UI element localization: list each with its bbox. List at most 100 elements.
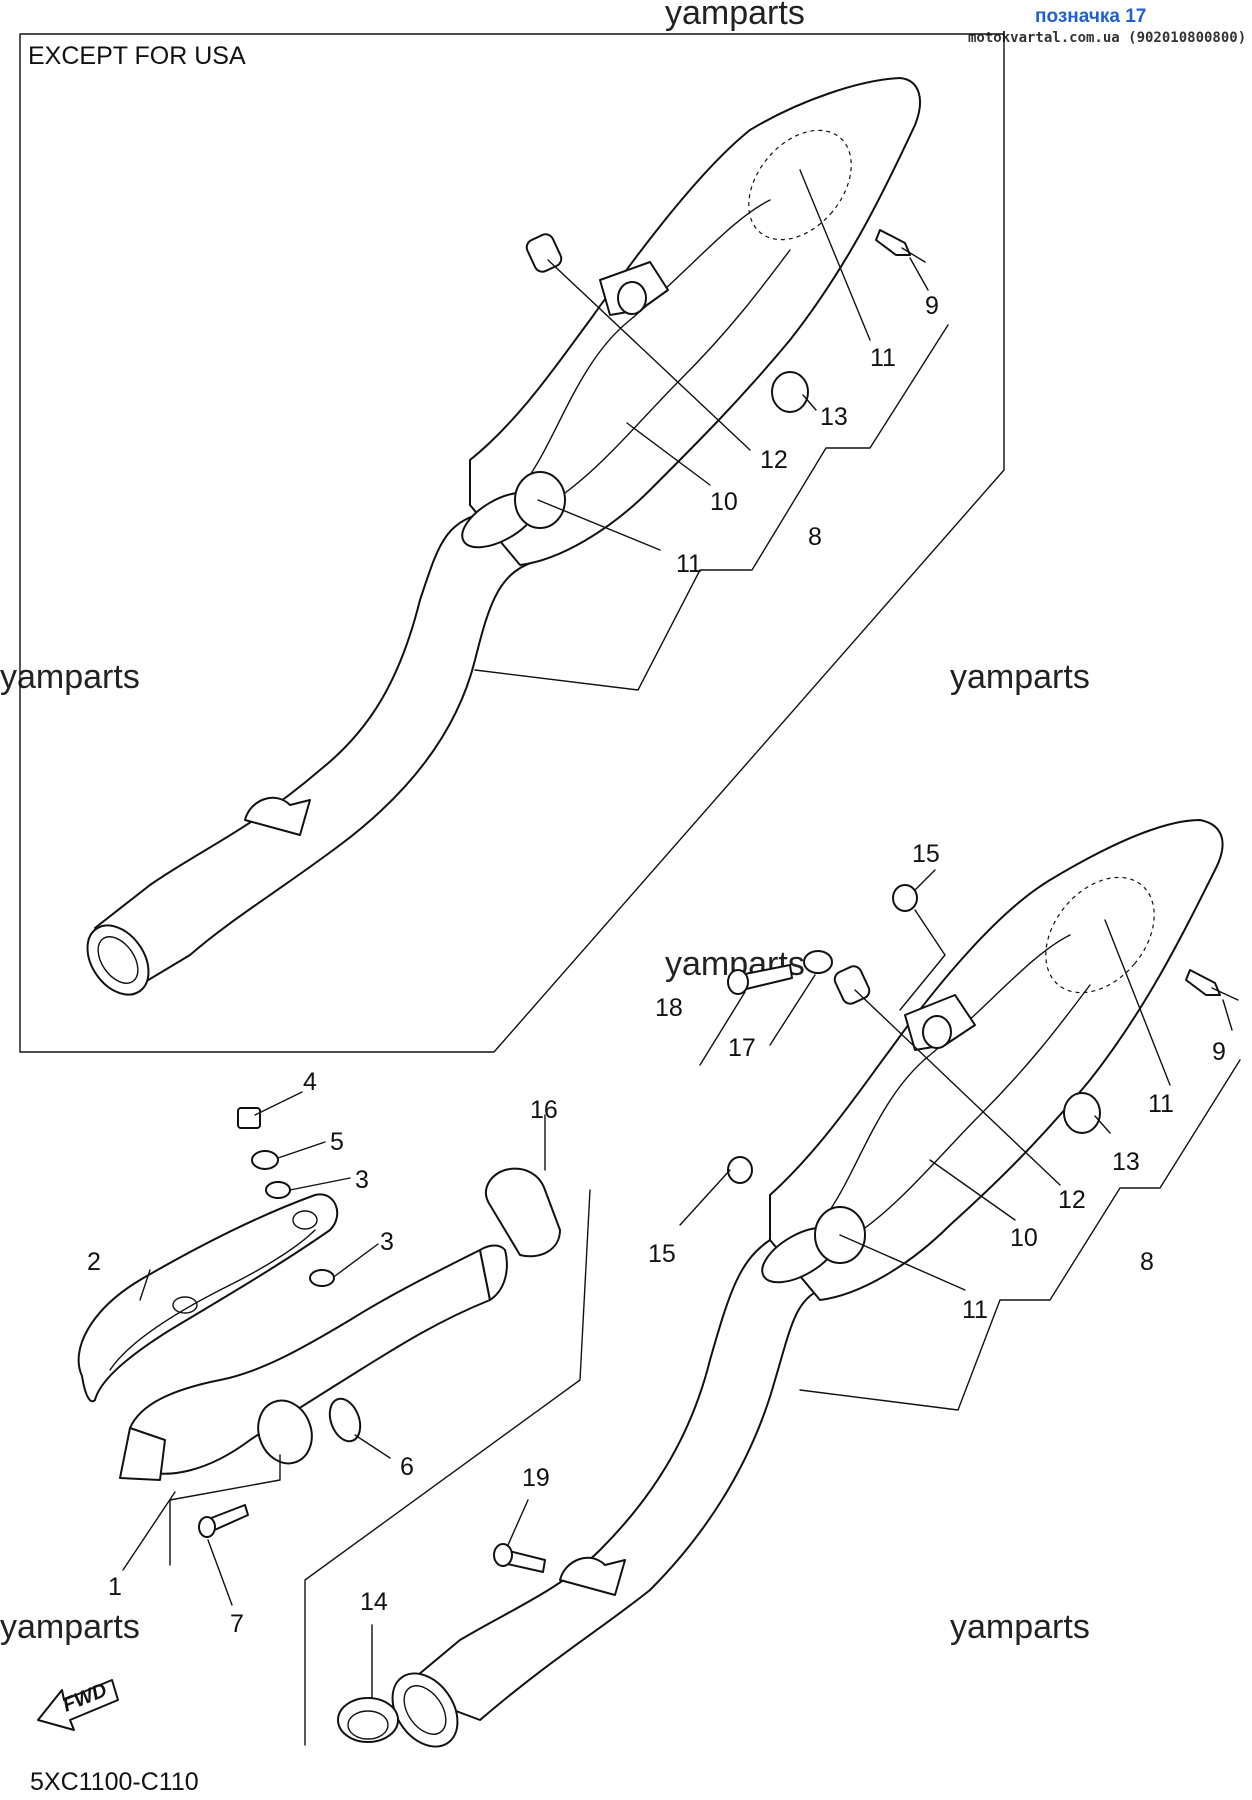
leader-9-top — [909, 257, 929, 291]
callout-7: 7 — [230, 1610, 244, 1638]
callout-5: 5 — [330, 1128, 344, 1156]
callout-13-bot: 13 — [1112, 1148, 1140, 1176]
top-damper-12 — [525, 233, 563, 273]
bolt-19-head — [493, 1543, 513, 1567]
bolt-7-head — [198, 1516, 216, 1538]
bottom-pipe-boss — [559, 1556, 626, 1596]
clamp-16 — [485, 1167, 561, 1258]
washer-17 — [803, 950, 833, 974]
collar-3a — [265, 1181, 291, 1199]
callout-13-top: 13 — [820, 403, 848, 431]
bottom-screw-9 — [1185, 969, 1221, 996]
bolt-4 — [237, 1107, 261, 1129]
nut-15a — [892, 884, 918, 912]
leader-9-bot — [1222, 999, 1233, 1031]
top-bracket-leader-8 — [474, 324, 949, 691]
leader-12-top — [547, 259, 751, 451]
lower-pipe-assembly — [77, 1107, 561, 1538]
bottom-pipe-inlet-inner — [403, 1685, 447, 1735]
watermark-top: yamparts — [665, 0, 805, 32]
leader-4 — [254, 1091, 303, 1116]
collar-3b — [309, 1269, 335, 1287]
bottom-muffler-channel-2 — [854, 984, 1091, 1236]
protector-hole-2 — [292, 1210, 318, 1230]
leader-11-bot-a — [1104, 919, 1171, 1086]
bottom-muffler-body — [769, 819, 1224, 1301]
top-pipe-inlet — [86, 924, 150, 996]
callout-10-top: 10 — [710, 488, 738, 516]
gasket-14-inner — [347, 1710, 389, 1740]
callout-3a: 3 — [355, 1166, 369, 1194]
top-screw-9 — [875, 229, 911, 256]
nut-15b — [727, 1156, 753, 1184]
leader-17 — [769, 974, 816, 1046]
leader-10-bot — [929, 1159, 1016, 1221]
leader-3b — [334, 1243, 379, 1277]
protector-2 — [77, 1193, 339, 1403]
header-site: motokvartal.com.ua (902010800800) — [968, 30, 1246, 46]
bottom-muffler-assembly — [337, 819, 1239, 1748]
callout-17: 17 — [728, 1034, 756, 1062]
bottom-pipe-inlet — [391, 1672, 459, 1748]
leader-6 — [354, 1434, 391, 1459]
pipe-flange — [257, 1399, 313, 1465]
leader-7 — [207, 1539, 233, 1606]
watermark-right-mid: yamparts — [950, 658, 1090, 696]
bottom-damper-12 — [833, 965, 871, 1005]
leader-13-top — [802, 394, 817, 411]
bottom-collar-13 — [1063, 1092, 1101, 1134]
callout-16: 16 — [530, 1096, 558, 1124]
leader-11-bot-b — [839, 1234, 966, 1291]
protector-rib — [109, 1229, 316, 1371]
leader-12-bot — [854, 989, 1061, 1186]
callout-11-bot-a: 11 — [1148, 1090, 1174, 1118]
leader-19 — [507, 1499, 529, 1546]
callout-18: 18 — [655, 994, 683, 1022]
pipe-end-cap — [479, 1244, 508, 1301]
leader-15a-2 — [899, 909, 946, 1011]
top-muffler-channel — [529, 199, 771, 476]
leader-11-top-a — [799, 169, 871, 341]
top-muffler-outlet — [748, 129, 852, 241]
callout-11-top-a: 11 — [870, 344, 896, 372]
callout-11-top-b: 11 — [676, 550, 702, 578]
callout-9-bot: 9 — [1212, 1038, 1226, 1066]
callout-10-bot: 10 — [1010, 1224, 1038, 1252]
callout-14: 14 — [360, 1588, 388, 1616]
callout-11-bot-b: 11 — [962, 1296, 988, 1324]
top-muffler-flange — [514, 471, 566, 529]
leader-1c — [122, 1491, 176, 1571]
leader-5 — [277, 1141, 326, 1159]
callout-4: 4 — [303, 1068, 317, 1096]
leader-15a — [914, 869, 936, 891]
except-usa-frame — [19, 33, 1005, 1053]
callout-15-b: 15 — [648, 1240, 676, 1268]
leader-15b — [679, 1169, 731, 1226]
bracket-leader-14 — [304, 1189, 591, 1746]
bottom-leader-lines — [122, 869, 1241, 1746]
callout-3b: 3 — [380, 1228, 394, 1256]
diagram-code: 5XC1100-C110 — [30, 1768, 199, 1796]
callout-1: 1 — [108, 1573, 122, 1601]
bolt-18-head — [727, 969, 749, 995]
leader-10-top — [626, 422, 711, 486]
leader-3a — [289, 1177, 351, 1191]
watermark-left-bottom: yamparts — [0, 1608, 140, 1646]
callout-15-a: 15 — [912, 840, 940, 868]
leader-1b — [169, 1454, 281, 1501]
callout-8-bot: 8 — [1140, 1248, 1154, 1276]
leader-2 — [139, 1269, 151, 1301]
fwd-arrow-icon: FWD — [37, 1679, 119, 1731]
gasket-14 — [337, 1697, 399, 1743]
top-muffler-assembly — [86, 77, 926, 996]
bottom-screw-9-tip — [1211, 987, 1239, 1001]
watermark-right-bottom: yamparts — [950, 1608, 1090, 1646]
top-muffler-channel-2 — [554, 249, 791, 501]
callout-12-top: 12 — [760, 446, 788, 474]
leader-13-bot — [1094, 1115, 1111, 1134]
leader-18 — [699, 991, 746, 1066]
callout-6: 6 — [400, 1453, 414, 1481]
top-muffler-body — [469, 77, 921, 566]
top-collar-13 — [771, 371, 809, 413]
